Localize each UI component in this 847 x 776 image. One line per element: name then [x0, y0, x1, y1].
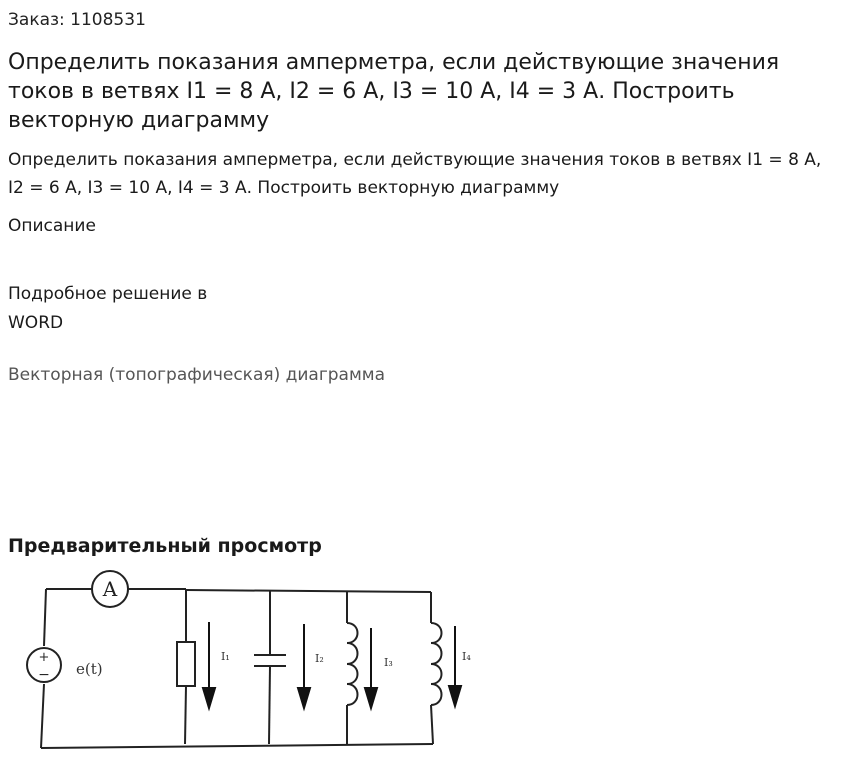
current-label-1: I₁ [221, 650, 230, 663]
capacitor-symbol [254, 654, 286, 667]
current-label-3: I₃ [384, 656, 393, 669]
resistor-symbol [176, 641, 196, 687]
ammeter-label: A [102, 577, 118, 601]
circuit-diagram: A + − e(t) I₁ I₂ I₃ I₄ [26, 570, 471, 749]
current-arrowhead-1 [201, 687, 217, 712]
current-label-4: I₄ [462, 650, 471, 663]
order-number: Заказ: 1108531 [8, 10, 146, 30]
current-arrowhead-2 [296, 687, 312, 712]
vector-diagram-note: Векторная (топографическая) диаграмма [8, 365, 386, 385]
preview-heading: Предварительный просмотр [8, 535, 322, 557]
voltage-source-symbol: + − e(t) [26, 647, 103, 683]
problem-statement: Определить показания амперметра, если де… [8, 150, 822, 198]
current-arrowhead-4 [447, 685, 463, 710]
inductor-symbol-2 [430, 622, 443, 706]
description-heading: Описание [8, 216, 96, 236]
detail-note: Подробное решение в WORD [8, 280, 268, 338]
current-arrowhead-3 [363, 687, 379, 712]
source-label: e(t) [76, 660, 103, 678]
source-plus: + [39, 650, 50, 665]
current-label-2: I₂ [315, 652, 324, 665]
detail-line-1: Подробное решение в [8, 284, 208, 304]
ammeter-symbol: A [91, 570, 129, 608]
detail-line-2: WORD [8, 313, 64, 333]
page-title: Определить показания амперметра, если де… [8, 50, 780, 133]
source-minus: − [38, 667, 50, 683]
inductor-symbol-1 [346, 622, 359, 706]
